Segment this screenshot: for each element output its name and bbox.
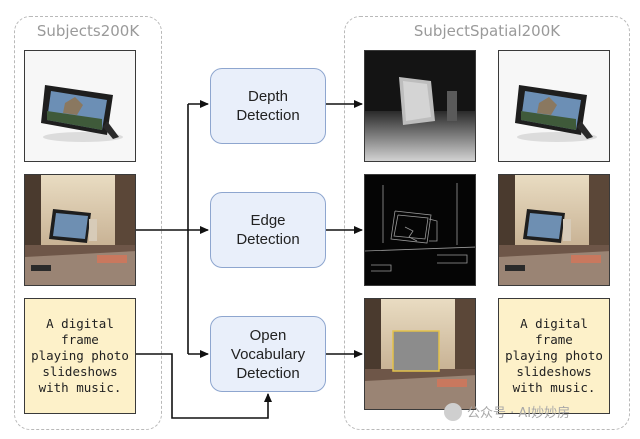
depth-map-image <box>364 50 476 162</box>
tablet-product-copy-image <box>498 50 610 162</box>
watermark-text: 公众号 · AI妙妙房 <box>467 406 571 421</box>
caption-source-text: A digital frame playing photo slideshows… <box>24 298 136 414</box>
watermark: 公众号 · AI妙妙房 <box>444 402 570 421</box>
open-vocabulary-detection-box: Open Vocabulary Detection <box>210 316 326 392</box>
subjectspatial200k-title: SubjectSpatial200K <box>413 22 561 40</box>
subjectspatial200k-group <box>344 16 630 430</box>
depth-detection-box: Depth Detection <box>210 68 326 144</box>
tablet-scene-image <box>24 174 136 286</box>
caption-copy-text: A digital frame playing photo slideshows… <box>498 298 610 414</box>
caption-to-ovd-arrow <box>136 353 272 419</box>
subjects200k-title: Subjects200K <box>36 22 140 40</box>
tablet-product-image <box>24 50 136 162</box>
detection-mask-image <box>364 298 476 410</box>
tablet-scene-copy-image <box>498 174 610 286</box>
wechat-icon <box>444 402 462 421</box>
edge-map-image <box>364 174 476 286</box>
edge-detection-box: Edge Detection <box>210 192 326 268</box>
subjects200k-group <box>14 16 162 430</box>
